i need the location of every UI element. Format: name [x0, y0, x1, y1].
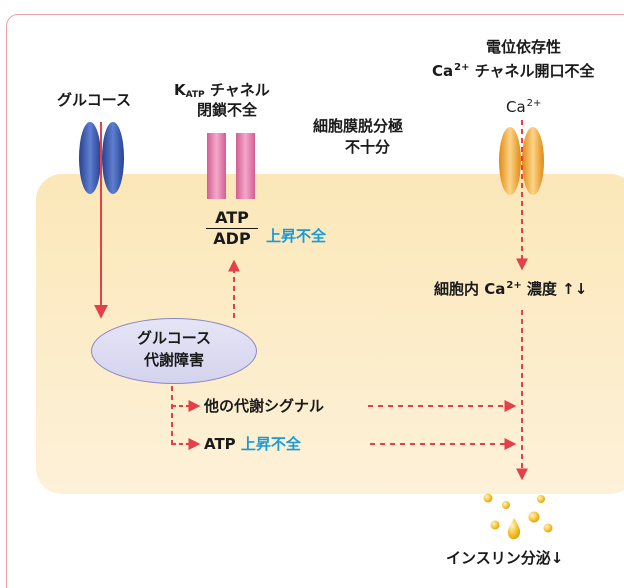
katp-subscript: ATP: [185, 90, 205, 100]
katp-channel-word: チャネル: [204, 81, 270, 99]
atp-adp-ratio: ATP ADP: [206, 208, 258, 248]
ratio-rise-failure-label: 上昇不全: [266, 227, 327, 245]
atp-rise-label: ATP 上昇不全: [204, 434, 301, 454]
depolarization-label-1: 細胞膜脱分極: [313, 117, 404, 135]
katp-channel-label: KATP チャネル: [174, 80, 270, 105]
katp-closure-label: 閉鎖不全: [197, 101, 258, 119]
glucose-label: グルコース: [57, 91, 131, 109]
calcium-ion-label: Ca2+: [506, 94, 541, 117]
glucose-transporter-icon: [79, 122, 124, 194]
calcium-channel-icon: [499, 127, 544, 195]
intra-ca-pre: 細胞内 Ca: [434, 280, 506, 298]
glucose-metabolism-node: [91, 318, 257, 384]
ca-ion-text: Ca: [506, 98, 526, 116]
atp-rise-failure-text: 上昇不全: [240, 435, 301, 453]
intra-ca-post: 濃度 ↑↓: [521, 280, 588, 298]
vdcc-ca: Ca: [432, 62, 454, 80]
ratio-denominator: ADP: [213, 229, 251, 248]
atp-text: ATP: [204, 435, 236, 453]
ca-ion-sup: 2+: [526, 98, 542, 109]
depolarization-label-2: 不十分: [345, 138, 391, 156]
katp-k: K: [174, 81, 186, 99]
vdcc-channel-text: チャネル開口不全: [469, 62, 595, 80]
insulin-secretion-label: インスリン分泌↓: [446, 549, 564, 567]
katp-channel-icon: [207, 133, 255, 199]
vdcc-ca-sup: 2+: [454, 62, 470, 73]
ratio-numerator: ATP: [206, 208, 258, 229]
insulin-granules-icon: [483, 493, 553, 540]
metabolism-label-2: 代謝障害: [143, 351, 204, 369]
diagram-frame: [6, 14, 624, 588]
vdcc-label-2: Ca2+ チャネル開口不全: [432, 58, 595, 81]
intracellular-calcium-label: 細胞内 Ca2+ 濃度 ↑↓: [434, 276, 587, 299]
intra-ca-sup: 2+: [506, 280, 522, 291]
metabolism-label-1: グルコース: [137, 329, 211, 347]
other-metabolic-signal-label: 他の代謝シグナル: [204, 397, 325, 415]
vdcc-label-1: 電位依存性: [486, 38, 562, 56]
